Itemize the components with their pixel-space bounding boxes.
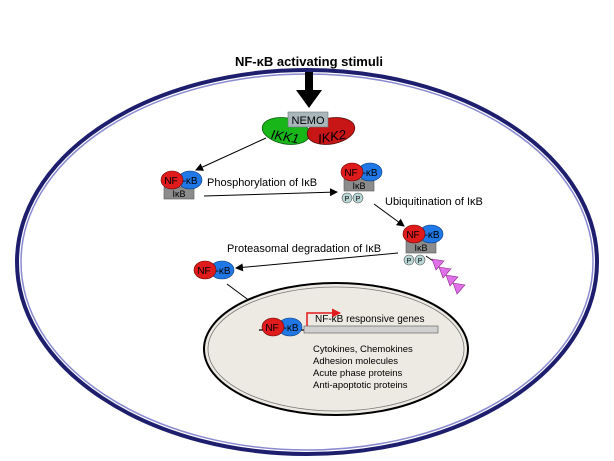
gene-product-item: Anti-apoptotic proteins — [313, 380, 408, 391]
phospho-label: P — [345, 196, 350, 203]
gene-product-item: Adhesion molecules — [313, 356, 398, 367]
ikb-label: IκB — [414, 243, 427, 253]
nemo-label: NEMO — [292, 115, 325, 127]
ubiquitin-triangle — [452, 282, 466, 295]
phospho-shape — [403, 254, 415, 266]
nf-label: NF — [344, 168, 357, 179]
stimulus-label: NF-κB activating stimuli — [235, 54, 383, 69]
ikb-label: IκB — [352, 181, 365, 191]
arrow-ikk-to-complex — [195, 137, 267, 171]
nf-shape — [261, 317, 285, 337]
phospho-label: P — [418, 258, 423, 265]
gene-product-item: Cytokines, Chemokines — [313, 344, 413, 355]
nuclear-nfkb: NF -κB — [261, 317, 303, 337]
ubiquitin-triangle — [445, 274, 459, 287]
kb-label: -κB — [425, 230, 440, 241]
gene-box — [303, 325, 439, 334]
gene-product-item: Acute phase proteins — [313, 368, 403, 379]
nf-shape — [340, 162, 364, 182]
gene-label: NF-κB responsive genes — [315, 314, 425, 325]
free-nfkb: NF -κB — [193, 260, 235, 280]
kb-label: -κB — [284, 323, 299, 334]
phospho-shape — [352, 192, 364, 204]
phospho-shape — [414, 254, 426, 266]
ikk-complex: NEMO IKK1 IKK2 — [261, 111, 356, 147]
phospho-label: P — [356, 196, 361, 203]
nemo-shape — [287, 111, 329, 128]
nf-label: NF — [406, 230, 419, 241]
kb-label: -κB — [183, 176, 198, 187]
nf-shape — [193, 260, 217, 280]
kb-label: -κB — [363, 168, 378, 179]
step-degradation-label: Proteasomal degradation of IκB — [227, 243, 381, 255]
arrow-phosphorylation — [203, 188, 338, 197]
kb-label: -κB — [216, 266, 231, 277]
arrow-degradation — [235, 252, 399, 272]
gene-products-list: Cytokines, Chemokines Adhesion molecules… — [313, 344, 413, 391]
ikk2-label: IKK2 — [317, 127, 348, 147]
nucleus — [203, 282, 469, 416]
stimulus-arrow — [296, 72, 322, 108]
nfkb-ikb-complex-3: IκB NF -κB P P — [402, 224, 466, 295]
ubiquitin-chain — [425, 255, 466, 295]
step-ubiquitination-label: Ubiquitination of IκB — [385, 196, 483, 208]
nf-label: NF — [197, 266, 210, 277]
ikb-label: IκB — [172, 189, 185, 199]
ikk1-label: IKK1 — [270, 127, 300, 147]
transcription-start-arrow — [306, 308, 341, 326]
nfkb-ikb-complex-2: IκB NF -κB P P — [340, 162, 383, 204]
step-phosphorylation-label: Phosphorylation of IκB — [207, 177, 317, 189]
phospho-shape — [341, 192, 353, 204]
phospho-label: P — [407, 258, 412, 265]
nf-shape — [402, 224, 426, 244]
nf-shape — [160, 170, 184, 190]
nf-label: NF — [164, 176, 177, 187]
arrow-ubiquitination — [373, 203, 405, 227]
ubiquitin-triangle — [438, 266, 452, 279]
ubiquitin-triangle — [431, 258, 445, 271]
nf-label: NF — [265, 323, 278, 334]
nfkb-ikb-complex-1: IκB NF -κB — [160, 170, 203, 200]
